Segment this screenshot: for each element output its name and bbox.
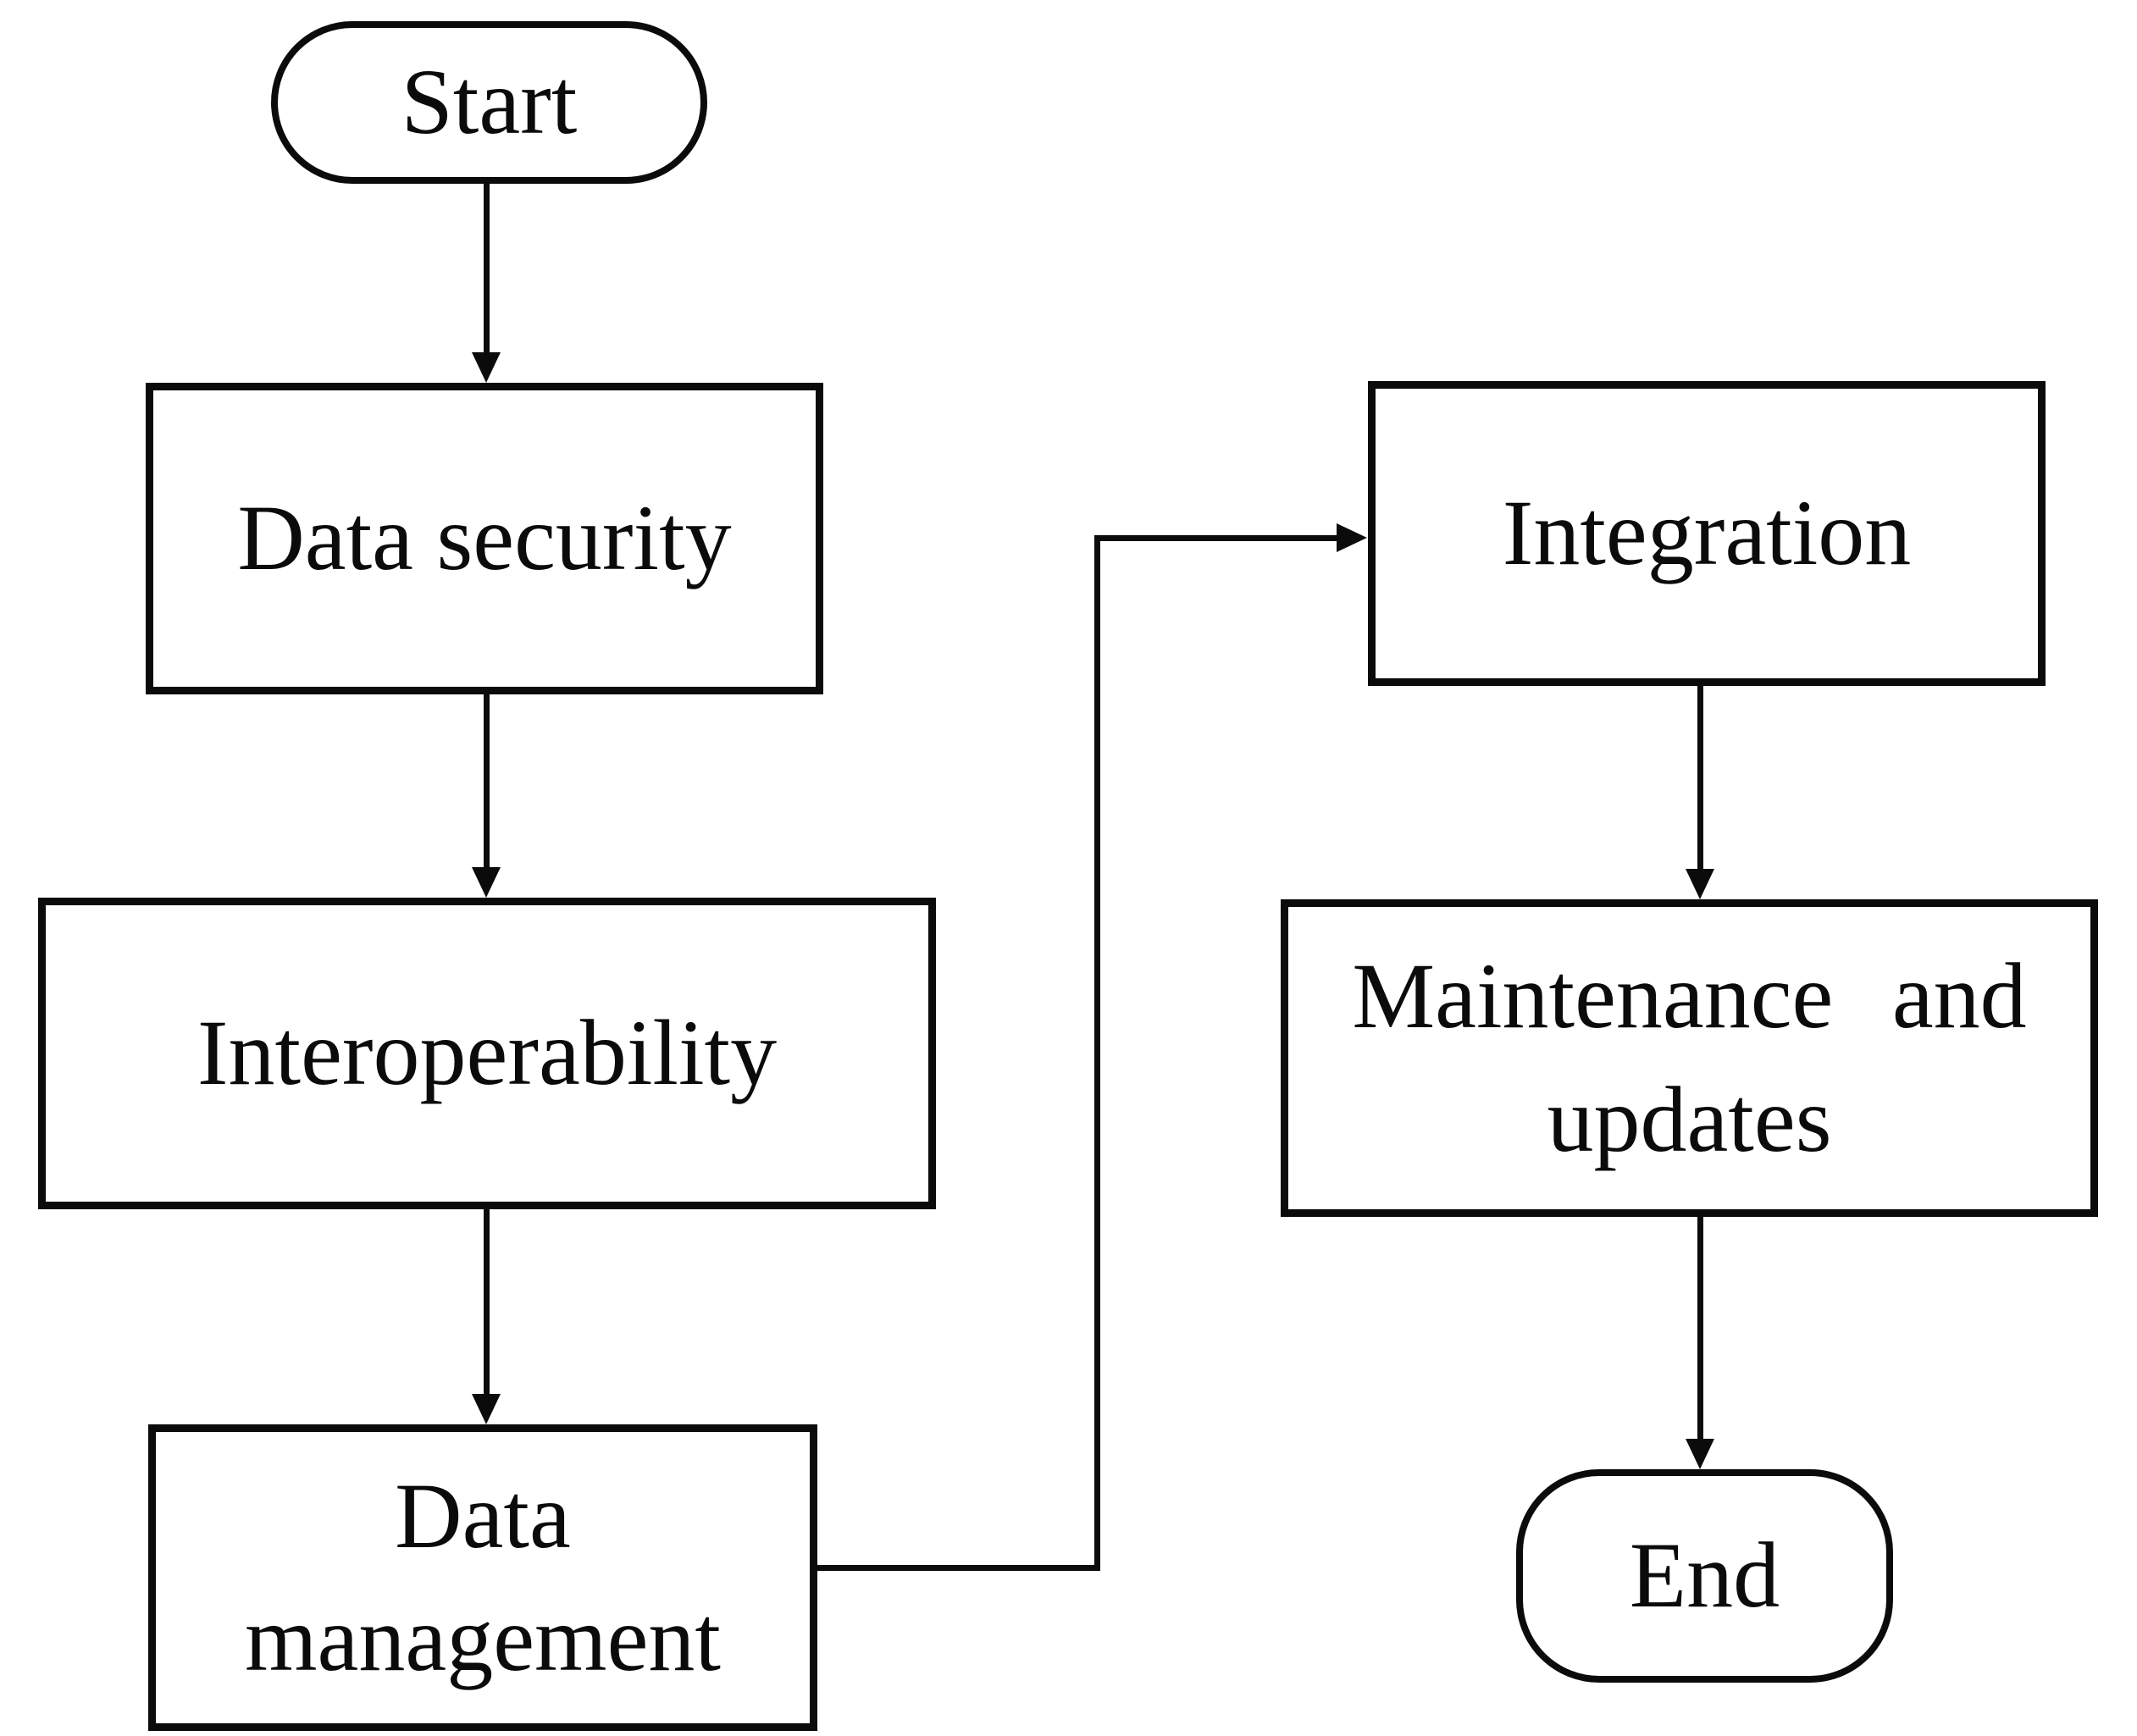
data-security-label: Data security bbox=[237, 486, 732, 590]
edge-interoperability-to-data-management-line bbox=[484, 1209, 490, 1396]
maintenance-label-line2: updates bbox=[1547, 1067, 1832, 1171]
edge-data-management-to-integration-arrowhead bbox=[1337, 523, 1367, 552]
edge-data-management-to-integration-segment-vertical bbox=[1094, 535, 1100, 1571]
interoperability-label: Interoperability bbox=[197, 1001, 778, 1105]
end-label: End bbox=[1629, 1523, 1780, 1628]
edge-start-to-data-security-arrowhead bbox=[472, 352, 501, 383]
edge-maintenance-to-end-arrowhead bbox=[1686, 1439, 1714, 1469]
data-management-label-line1: Data bbox=[395, 1463, 571, 1567]
maintenance-label-line1: Maintenance and bbox=[1352, 944, 2027, 1048]
edge-interoperability-to-data-management-arrowhead bbox=[472, 1394, 501, 1424]
integration-label: Integration bbox=[1502, 481, 1912, 585]
interoperability-process-node: Interoperability bbox=[38, 898, 936, 1209]
data-security-process-node: Data security bbox=[146, 383, 823, 694]
maintenance-updates-process-node: Maintenance and updates bbox=[1281, 899, 2098, 1217]
edge-data-management-to-integration-segment-horizontal-bottom bbox=[817, 1565, 1100, 1571]
edge-data-security-to-interoperability-line bbox=[484, 694, 490, 869]
edge-data-security-to-interoperability-arrowhead bbox=[472, 867, 501, 898]
start-terminator-node: Start bbox=[271, 21, 707, 184]
data-management-label-line2: management bbox=[245, 1587, 721, 1690]
edge-data-management-to-integration-segment-horizontal-top bbox=[1094, 535, 1338, 541]
edge-start-to-data-security-line bbox=[484, 184, 490, 354]
data-management-process-node: Data management bbox=[148, 1424, 817, 1731]
edge-integration-to-maintenance-line bbox=[1697, 686, 1703, 871]
integration-process-node: Integration bbox=[1368, 381, 2046, 686]
edge-maintenance-to-end-line bbox=[1697, 1217, 1703, 1440]
start-label: Start bbox=[401, 50, 578, 154]
edge-integration-to-maintenance-arrowhead bbox=[1686, 869, 1714, 899]
end-terminator-node: End bbox=[1516, 1469, 1893, 1683]
